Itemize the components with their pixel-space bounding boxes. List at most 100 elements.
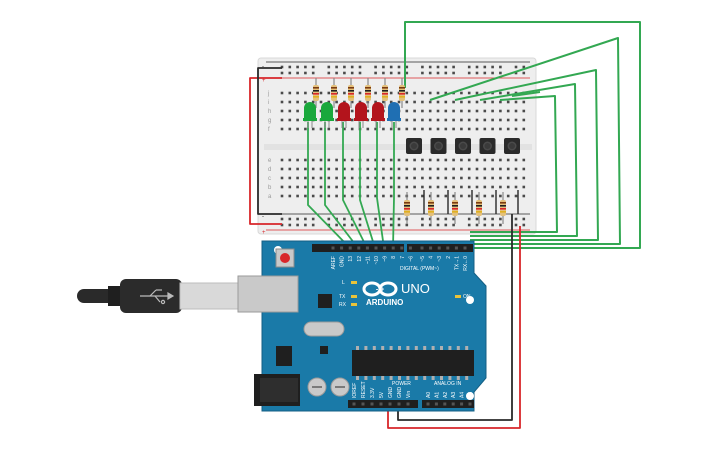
usb-strain-relief — [108, 286, 122, 306]
wire-green-3[interactable] — [454, 69, 599, 241]
led[interactable] — [387, 102, 401, 128]
wire-green-5[interactable] — [470, 95, 558, 233]
wire-led-4[interactable] — [359, 122, 376, 249]
power-header — [348, 400, 418, 408]
usb-port — [237, 275, 299, 313]
wire-black-rail-left[interactable] — [257, 67, 282, 215]
wire-led-2[interactable] — [324, 122, 359, 249]
digital-pin-label: ~11 — [365, 256, 371, 264]
digital-pin-label: AREF — [331, 256, 337, 269]
model-label: UNO — [401, 281, 430, 296]
digital-pin-label: ~9 — [383, 256, 389, 262]
arduino-logo — [362, 281, 398, 297]
bottom-rail-holes — [280, 217, 526, 227]
usb-plug-metal — [179, 282, 239, 310]
analog-pin-label: A3 — [451, 392, 457, 398]
wire-green-4[interactable] — [470, 83, 578, 237]
digital-pin-label: TX→1 — [454, 256, 460, 270]
digital-pin-label: 13 — [348, 256, 354, 262]
wire-green-2[interactable] — [429, 37, 621, 245]
led[interactable] — [303, 102, 317, 128]
small-chip — [320, 346, 328, 354]
digital-pin-label: ~10 — [374, 256, 380, 265]
resistor[interactable] — [365, 78, 371, 108]
wire-black-gnd[interactable] — [397, 214, 513, 421]
row-label: a — [268, 194, 272, 200]
top-minus-label: - — [262, 64, 264, 70]
push-button[interactable] — [504, 138, 520, 154]
mount-hole-2 — [466, 296, 474, 304]
top-plus-label: + — [262, 78, 266, 84]
analog-pin-label: A4 — [460, 392, 466, 398]
power-jack-inner — [260, 378, 298, 402]
wire-led-3[interactable] — [342, 122, 368, 249]
power-pin-label: 3.3V — [370, 387, 376, 398]
led[interactable] — [320, 102, 334, 128]
digital-pin-label: 4 — [429, 256, 435, 259]
led-wires — [307, 122, 395, 249]
digital-pin-label: 8 — [391, 256, 397, 259]
ground-jumpers — [423, 190, 519, 214]
wire-led-1[interactable] — [307, 122, 351, 249]
brand-label: ARDUINO — [366, 298, 403, 307]
digital-pin-label: GND — [340, 256, 346, 268]
resistor[interactable] — [428, 192, 434, 224]
resistor[interactable] — [399, 78, 405, 108]
resistor[interactable] — [382, 78, 388, 108]
resistor[interactable] — [404, 192, 410, 224]
wire-red-rail-left[interactable] — [249, 77, 282, 225]
power-header-label: POWER — [392, 381, 411, 387]
wire-green-1[interactable] — [404, 21, 641, 249]
row-label: c — [268, 176, 271, 182]
wire-green-6[interactable] — [511, 91, 541, 97]
power-pin-label: GND — [388, 387, 394, 399]
led[interactable] — [337, 102, 351, 128]
resistor[interactable] — [476, 192, 482, 224]
power-pin-label: RESET — [361, 381, 367, 398]
bottom-plus-label: + — [262, 230, 266, 236]
bottom-minus-label: - — [262, 214, 264, 220]
digital-pin-label: ~3 — [437, 256, 443, 262]
led[interactable] — [371, 102, 385, 128]
digital-pin-label: 7 — [400, 256, 406, 259]
crystal-oscillator — [303, 321, 345, 337]
resistor[interactable] — [313, 78, 319, 108]
usb-chip — [318, 294, 332, 308]
resistor[interactable] — [500, 192, 506, 224]
rx-led — [351, 303, 357, 306]
atmega-chip — [352, 350, 474, 376]
resistor[interactable] — [348, 78, 354, 108]
push-button[interactable] — [455, 138, 471, 154]
digital-pin-label: RX←0 — [463, 256, 469, 271]
rx-label: RX — [339, 302, 347, 308]
push-button[interactable] — [430, 138, 447, 154]
led[interactable] — [354, 102, 368, 128]
push-button[interactable] — [406, 138, 422, 154]
wire-led-5[interactable] — [376, 122, 385, 249]
led-resistors — [313, 78, 405, 108]
push-button[interactable] — [479, 138, 496, 154]
l-led — [351, 281, 357, 284]
button-wires — [404, 21, 641, 249]
power-pin-label: GND — [397, 387, 403, 399]
digital-pin-label: 12 — [357, 256, 363, 262]
atmega-pins — [356, 346, 469, 380]
digital-pin-label: ~5 — [420, 256, 426, 262]
mount-hole-3 — [466, 392, 474, 400]
analog-header-label: ANALOG IN — [434, 381, 462, 387]
wire-led-6[interactable] — [392, 122, 395, 249]
row-label: d — [268, 167, 271, 173]
power-pin-label: 5V — [379, 391, 385, 398]
resistor[interactable] — [452, 192, 458, 224]
logo-symbols: - + — [376, 287, 384, 294]
usb-cable[interactable] — [77, 279, 239, 313]
wire-red-5v[interactable] — [387, 226, 521, 429]
row-label: g — [268, 118, 271, 124]
resistor[interactable] — [331, 78, 337, 108]
reset-button[interactable] — [280, 253, 290, 263]
